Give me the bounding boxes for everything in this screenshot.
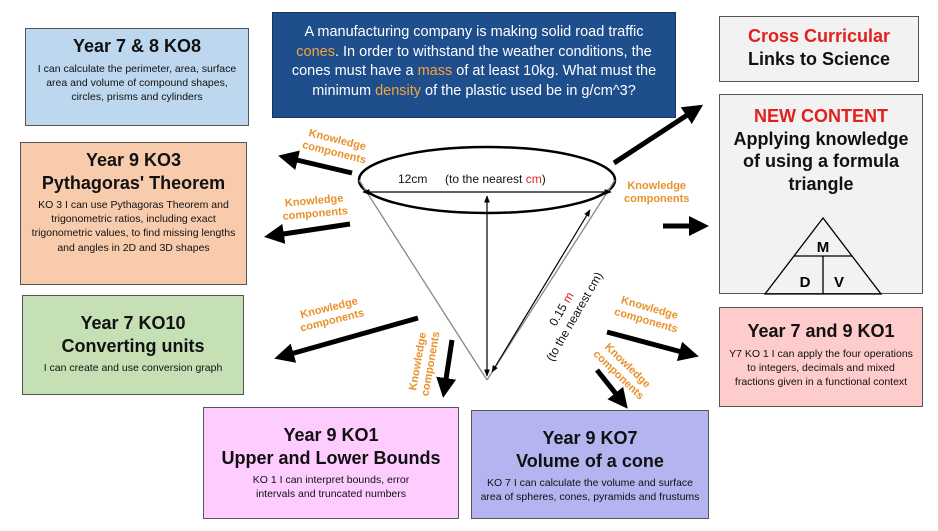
- highlight-mass: mass: [417, 63, 453, 80]
- ko1-ops-desc: Y7 KO 1 I can apply the four operations …: [729, 347, 913, 388]
- ko7-title: Year 9 KO7: [542, 428, 638, 448]
- highlight-density: density: [375, 82, 422, 99]
- ko1-bounds-title: Year 9 KO1: [283, 425, 379, 445]
- cone-diagram: [357, 145, 617, 381]
- ko3-title: Year 9 KO3: [85, 150, 182, 170]
- arrow-to-ko3-bottom: [264, 221, 351, 244]
- ko8-desc: I can calculate the perimeter, area, sur…: [37, 62, 237, 103]
- arrow-to-ko7: [595, 368, 628, 409]
- box-cross-curricular: Cross Curricular Links to Science: [719, 16, 919, 82]
- ko10-desc: I can create and use conversion graph: [43, 362, 223, 374]
- cross-subtitle: Links to Science: [747, 48, 891, 69]
- problem-text-3: of at least 10kg. What must the minimum: [312, 63, 657, 99]
- ko8-title: Year 7 & 8 KO8: [72, 36, 202, 56]
- cone-diameter-label: 12cm: [398, 172, 428, 186]
- box-year9-ko7: Year 9 KO7 Volume of a cone KO 7 I can c…: [471, 410, 709, 519]
- cone-note-unit: cm: [525, 172, 542, 186]
- arrow-to-bounds: [436, 339, 457, 398]
- box-new-content: NEW CONTENT Applying knowledge of using …: [719, 94, 923, 294]
- kc-label-5: Knowledge components: [624, 180, 690, 205]
- ko10-subtitle: Converting units: [61, 335, 205, 356]
- ko1-ops-title: Year 7 and 9 KO1: [747, 321, 895, 341]
- ko3-subtitle: Pythagoras' Theorem: [41, 172, 226, 193]
- box-year9-ko1-bounds: Year 9 KO1 Upper and Lower Bounds KO 1 I…: [203, 407, 459, 519]
- problem-text-4: of the plastic used be in g/cm^3?: [421, 82, 636, 99]
- arrow-to-ko3-top: [278, 150, 353, 176]
- ko10-title: Year 7 KO10: [80, 313, 186, 333]
- ko1-bounds-desc: KO 1 I can interpret bounds, error inter…: [252, 474, 410, 501]
- box-year7-9-ko1: Year 7 and 9 KO1 Y7 KO 1 I can apply the…: [719, 307, 923, 407]
- triangle-v: V: [834, 274, 844, 291]
- problem-text-1: A manufacturing company is making solid …: [304, 24, 644, 40]
- new-content-subtitle: Applying knowledge of using a formula tr…: [733, 128, 909, 194]
- arrow-to-cross-curricular: [612, 104, 704, 166]
- triangle-m: M: [817, 239, 830, 256]
- cone-note-post: ): [541, 172, 546, 186]
- arrow-to-ko1: [606, 329, 699, 362]
- triangle-d: D: [800, 274, 811, 291]
- cone-left-side: [358, 179, 488, 381]
- ko7-subtitle: Volume of a cone: [516, 450, 664, 471]
- knowledge-arrows: [264, 104, 709, 409]
- formula-triangle: M D V: [763, 216, 883, 295]
- box-year9-ko3: Year 9 KO3 Pythagoras' Theorem KO 3 I ca…: [20, 142, 247, 285]
- cone-slant-line: [491, 209, 591, 373]
- cross-title: Cross Curricular: [747, 26, 891, 46]
- ko7-desc: KO 7 I can calculate the volume and surf…: [480, 477, 700, 504]
- box-year7-8-ko8: Year 7 & 8 KO8 I can calculate the perim…: [25, 28, 249, 126]
- problem-statement: A manufacturing company is making solid …: [272, 12, 676, 118]
- cone-diameter-note: (to the nearest cm): [445, 172, 546, 186]
- ko3-desc: KO 3 I can use Pythagoras Theorem and tr…: [31, 199, 236, 254]
- cone-note-pre: (to the nearest: [445, 172, 526, 186]
- highlight-cones: cones: [296, 43, 335, 60]
- ko1-bounds-subtitle: Upper and Lower Bounds: [221, 447, 441, 468]
- arrow-to-ko10: [274, 315, 419, 363]
- box-year7-ko10: Year 7 KO10 Converting units I can creat…: [22, 295, 244, 395]
- new-content-title: NEW CONTENT: [754, 106, 888, 126]
- problem-text-2: . In order to withstand the weather cond…: [291, 43, 652, 80]
